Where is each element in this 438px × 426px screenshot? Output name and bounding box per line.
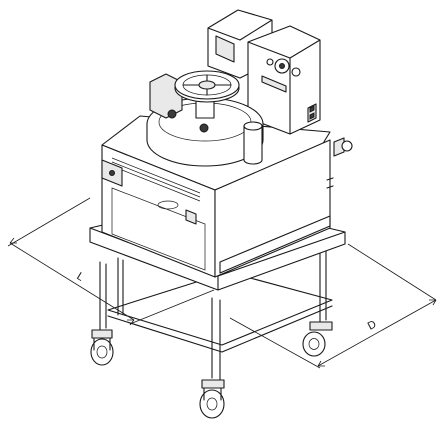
back-leg-right [319,247,327,323]
dimension-label-l: L [74,270,86,283]
lid-cylinder [243,125,263,165]
front-leg-center [211,297,221,381]
valve-right [199,123,209,133]
caster-front-left [90,329,114,366]
side-fitting [333,137,345,157]
control-knob-small [291,67,301,77]
lower-shelf-frame [107,271,333,353]
dimension-label-d: D [366,318,379,332]
pressure-lid [146,70,264,167]
caster-front-right [199,379,225,419]
brand-badge [157,200,179,210]
back-leg-left [117,257,124,316]
casters [90,321,333,419]
caster-back-right [302,321,333,357]
body-side [214,139,331,278]
dimension-L: L [7,197,215,326]
control-panel [207,9,321,135]
indicator-strip [261,75,287,93]
front-leg-left [99,261,107,331]
lid-hinge [149,73,183,119]
display-screen [215,35,235,63]
front-switch [185,209,197,225]
valve-left [167,109,177,119]
